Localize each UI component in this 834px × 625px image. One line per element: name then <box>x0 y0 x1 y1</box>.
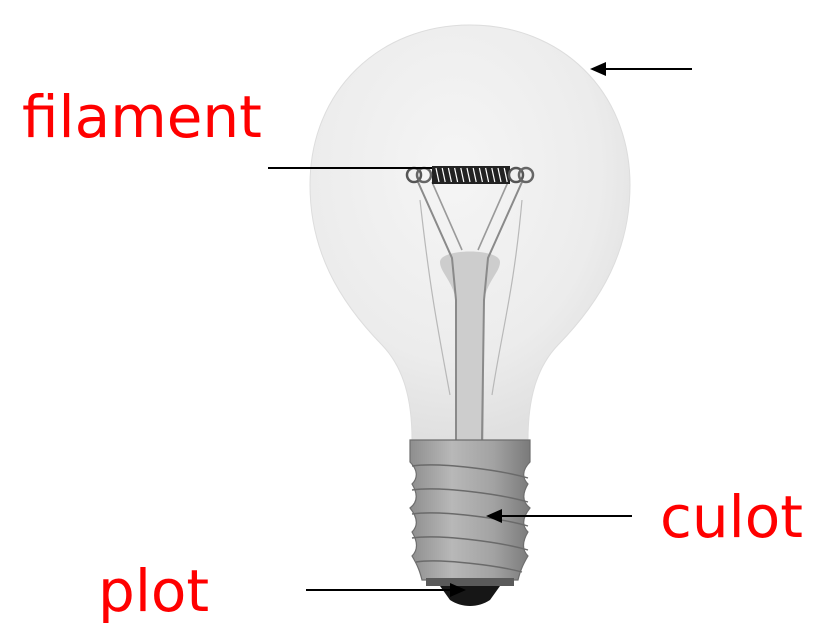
coil-turn <box>454 167 459 183</box>
filament-coil <box>405 166 535 184</box>
label-filament: filament <box>22 83 262 151</box>
insulator-ring <box>426 578 514 586</box>
screw-threads <box>411 464 529 573</box>
bulb-glass <box>309 24 631 441</box>
coil-turn <box>435 167 440 183</box>
culot-arrow <box>486 509 632 523</box>
glass-stem <box>440 251 500 440</box>
coil-turn <box>485 167 490 183</box>
coil-turn <box>441 167 446 183</box>
glass-arrow <box>590 62 692 76</box>
label-culot: culot <box>660 483 803 551</box>
coil-turn <box>472 167 477 183</box>
coil-turn <box>447 167 452 183</box>
coil-turn <box>491 167 496 183</box>
support-outline <box>419 199 523 396</box>
screw-base <box>409 439 531 581</box>
label-plot: plot <box>98 557 210 625</box>
coil-turn <box>497 167 502 183</box>
coil-turn <box>503 167 508 183</box>
plot-arrow <box>306 583 466 597</box>
coil-turn <box>466 167 471 183</box>
support-wire <box>431 181 509 251</box>
lead-wire-left <box>417 181 457 470</box>
coil-turn <box>478 167 483 183</box>
coil-turn <box>460 167 465 183</box>
